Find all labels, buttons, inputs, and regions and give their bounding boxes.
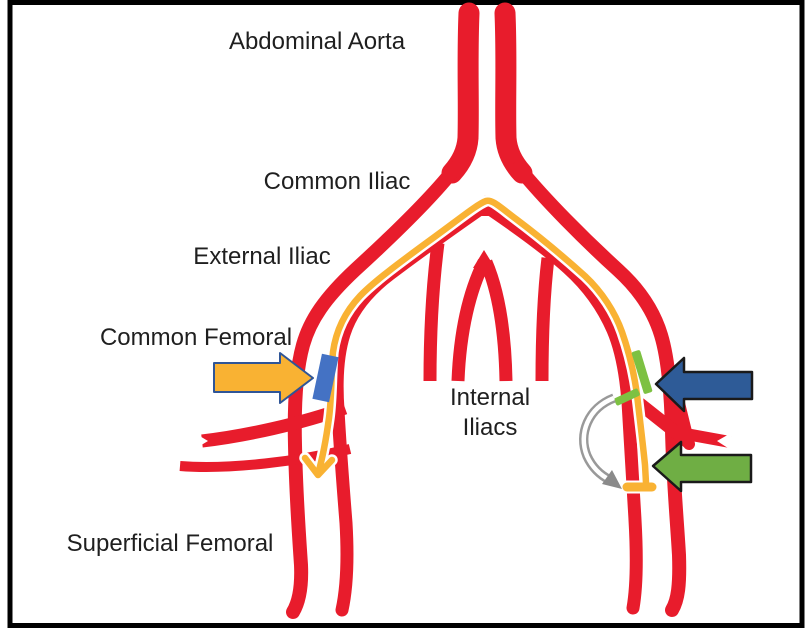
guidewire-casing	[299, 194, 659, 494]
yellow-arrow-icon	[213, 352, 314, 404]
label-common-femoral: Common Femoral	[99, 324, 293, 351]
label-common-iliac: Common Iliac	[263, 168, 411, 195]
right-branch-a	[633, 397, 695, 449]
access-sheath-marker	[312, 353, 339, 403]
blue-arrow-icon	[654, 356, 754, 413]
aorta-right-wall	[494, 2, 533, 184]
gray-curved-arrow-icon	[579, 393, 622, 489]
aorta-left-wall	[441, 2, 480, 184]
left-internal-iliac-lateral-wall	[423, 242, 445, 382]
label-abdominal-aorta: Abdominal Aorta	[228, 28, 406, 55]
left-branch-notch	[193, 432, 208, 450]
left-internal-iliac-medial-wall	[451, 259, 490, 382]
guidewire	[301, 197, 657, 492]
label-superficial-femoral: Superficial Femoral	[66, 530, 274, 557]
label-internal-iliacs-line1: Internal	[449, 384, 531, 411]
right-internal-iliac-medial-wall	[479, 259, 513, 382]
figure-border	[7, 0, 805, 628]
reentry-device-tick	[614, 388, 640, 406]
label-internal-iliacs: Internal Iliacs	[450, 383, 530, 443]
label-internal-iliacs-line2: Iliacs	[462, 414, 518, 441]
label-external-iliac: External Iliac	[193, 243, 331, 270]
crossing-device-marker	[631, 350, 653, 394]
gray-arrowhead	[602, 470, 622, 489]
right-internal-iliac-lateral-wall	[535, 257, 555, 382]
arterial-tree	[179, 2, 732, 619]
guidewire-arrowhead	[301, 454, 336, 479]
left-branch-lower	[179, 444, 352, 472]
gray-arrow-core	[581, 395, 615, 483]
gray-arrow-outline	[579, 393, 616, 485]
internal-iliac-carina-apex	[473, 250, 495, 268]
green-arrow-icon	[651, 440, 753, 493]
branch-fishtail-notches	[193, 432, 731, 450]
right-branch-notch	[717, 433, 731, 450]
